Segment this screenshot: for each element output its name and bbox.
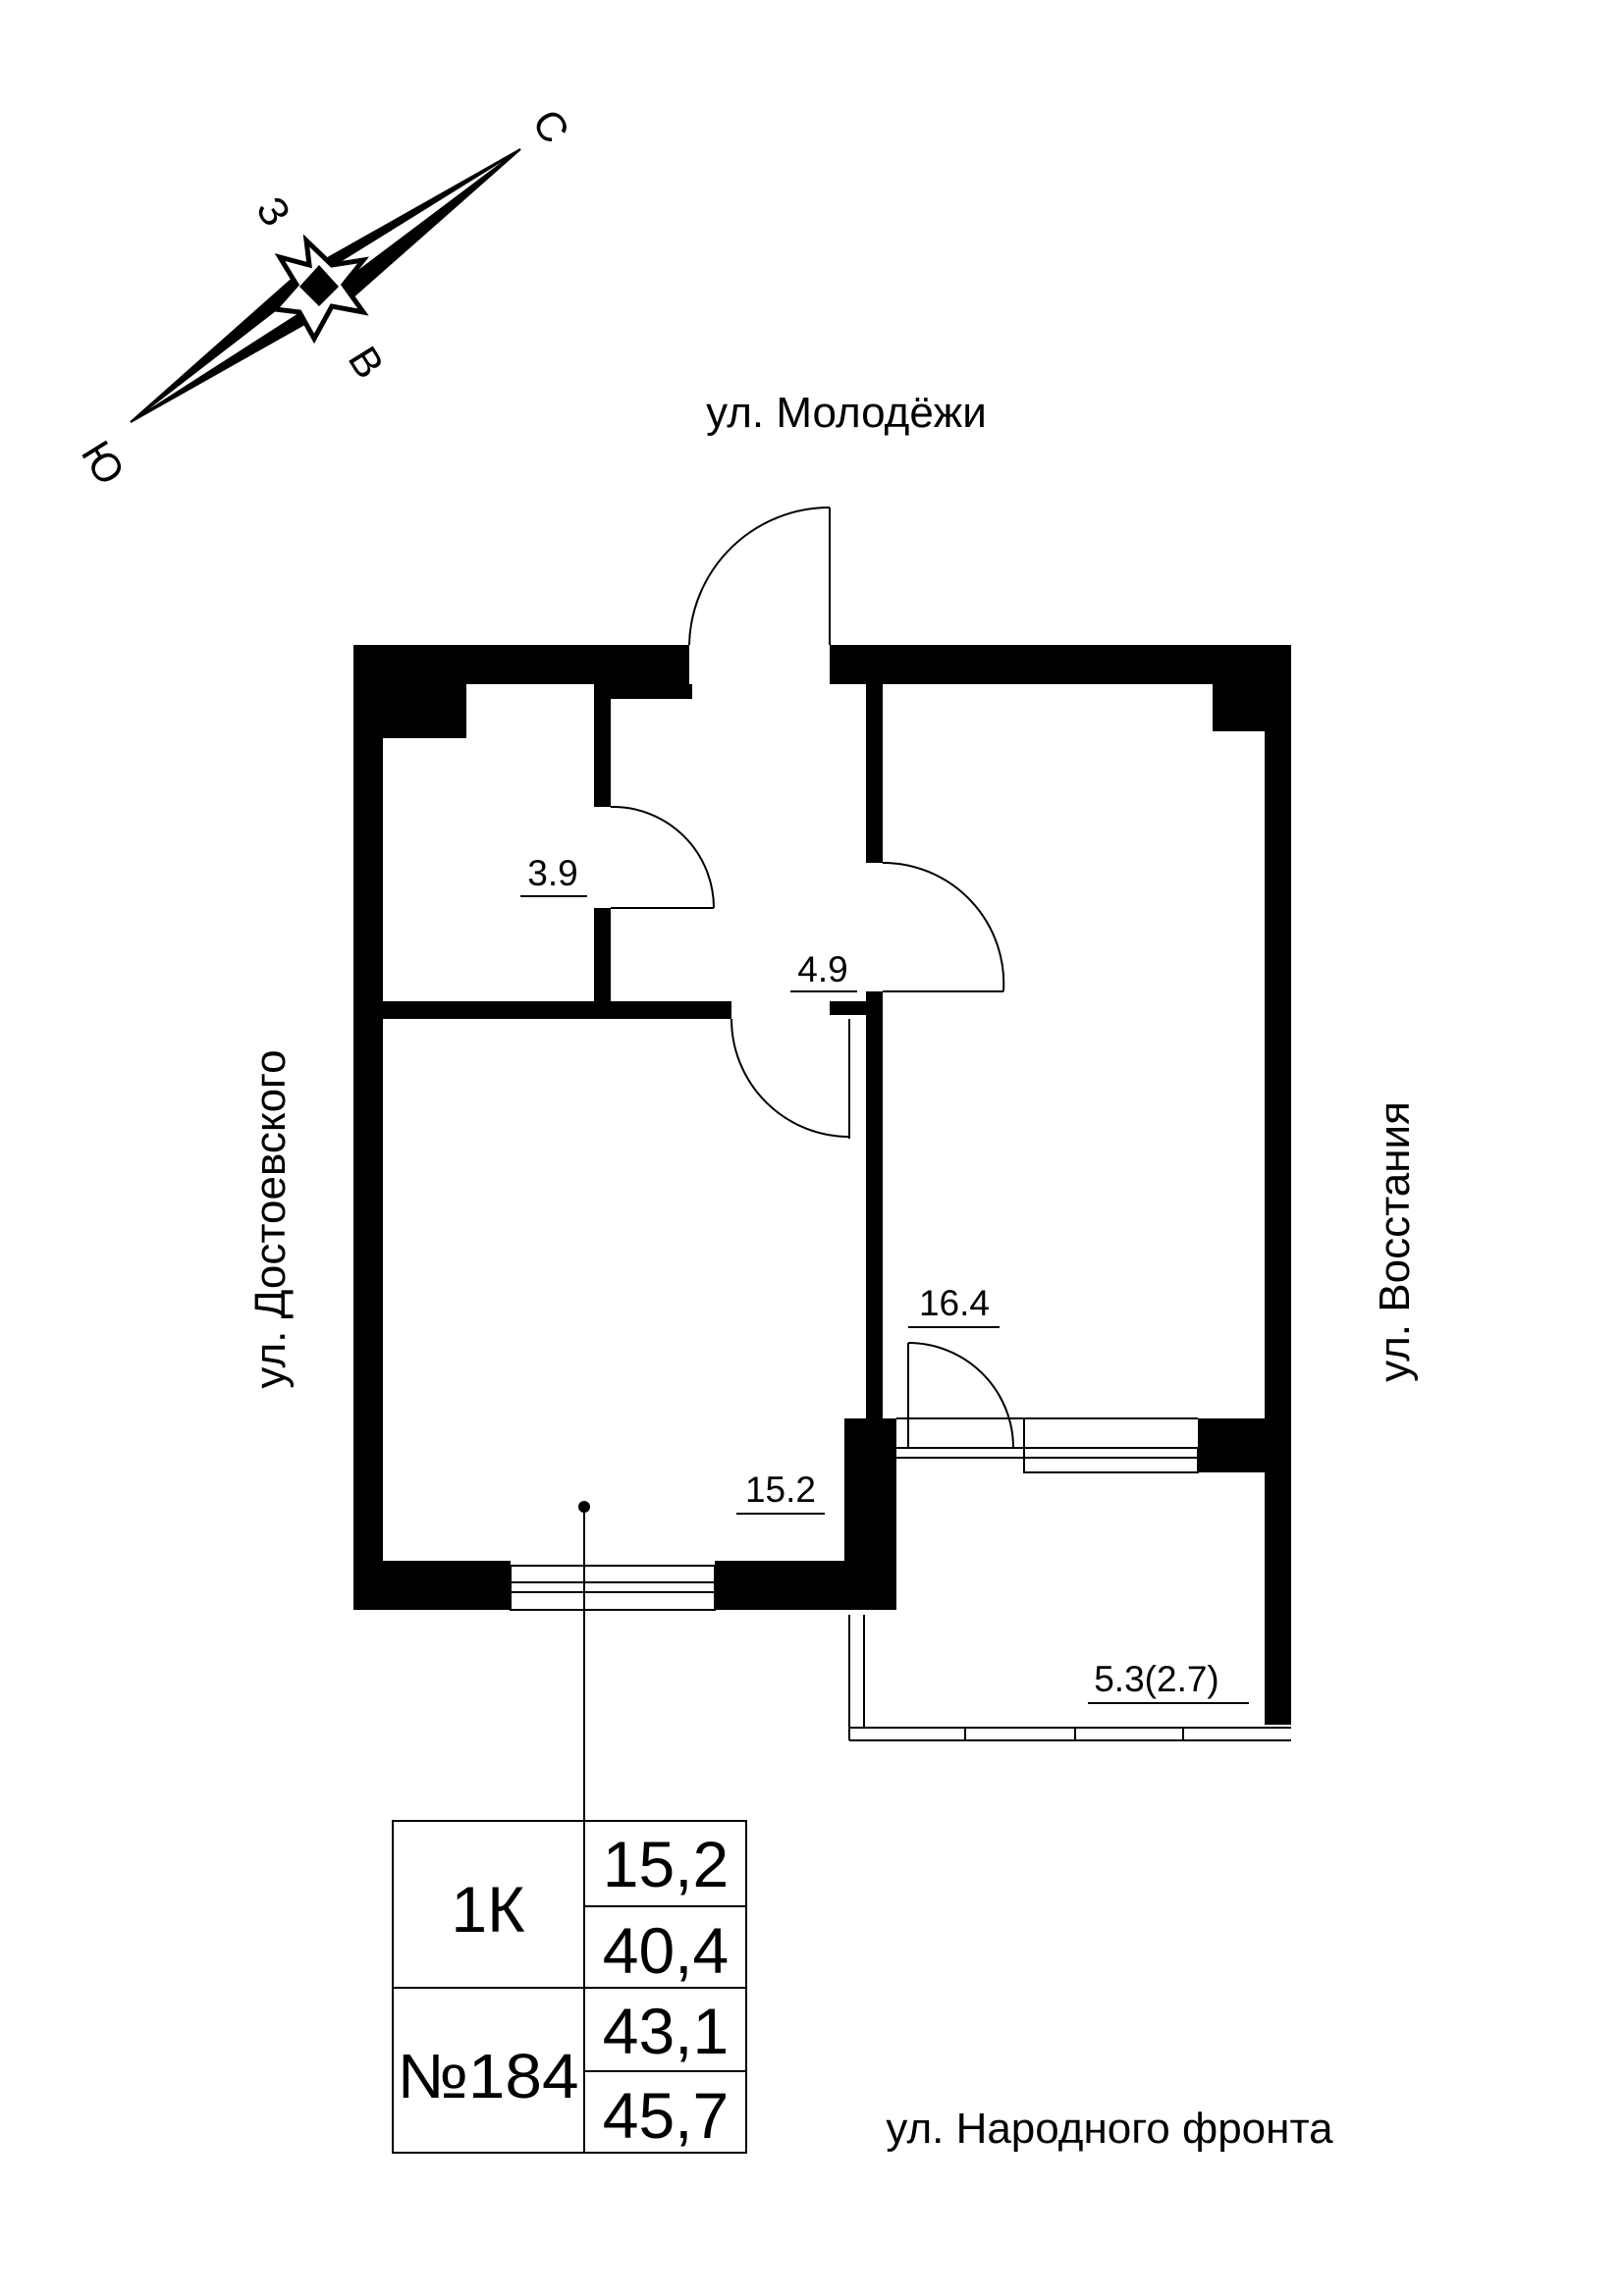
area-value-4: 45,7 — [603, 2079, 729, 2152]
room-area-living: 15.2 — [745, 1469, 816, 1510]
doors — [610, 507, 1014, 1449]
compass-south: Ю — [73, 433, 134, 493]
street-bottom: ул. Народного фронта — [886, 2105, 1333, 2153]
apartment-number: №184 — [398, 2041, 579, 2111]
compass-rose: С З В Ю — [73, 101, 578, 493]
street-top: ул. Молодёжи — [706, 389, 987, 437]
room-area-bedroom: 16.4 — [919, 1283, 990, 1323]
room-area-hall: 4.9 — [797, 949, 847, 989]
room-area-balcony: 5.3(2.7) — [1094, 1659, 1219, 1699]
total-area-value: 40,4 — [603, 1914, 729, 1987]
balcony — [848, 1615, 1291, 1741]
compass-star-inner — [299, 265, 339, 306]
room-labels: 3.9 4.9 16.4 15.2 5.3(2.7) — [520, 853, 1249, 1704]
leader-line — [578, 1501, 590, 1821]
living-area-value: 15,2 — [603, 1828, 729, 1900]
street-right: ул. Восстания — [1371, 1101, 1419, 1382]
apartment-type: 1К — [451, 1873, 525, 1946]
street-left: ул. Достоевского — [246, 1049, 295, 1388]
area-value-3: 43,1 — [603, 1995, 729, 2067]
balcony-door-bedroom — [896, 1417, 1199, 1473]
summary-table — [392, 1820, 747, 2154]
compass-north: С — [523, 101, 578, 151]
compass-east: В — [340, 339, 394, 387]
compass-west: З — [247, 188, 299, 234]
room-area-storage: 3.9 — [527, 853, 577, 893]
walls — [353, 645, 1291, 1725]
window-living — [510, 1565, 716, 1611]
